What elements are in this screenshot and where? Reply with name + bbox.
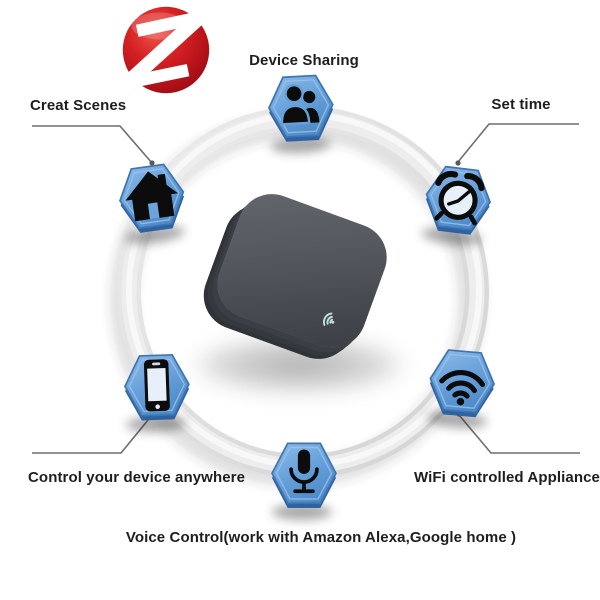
- hexagon-shadow: [272, 504, 332, 520]
- alarm-clock-icon: [434, 170, 485, 226]
- label-device-sharing: Device Sharing: [249, 52, 359, 69]
- hexagon-wifi-appliance: [425, 344, 499, 431]
- wifi-indicator-icon: [322, 312, 335, 326]
- hexagon-creat-scenes: [113, 158, 191, 248]
- microphone-icon: [289, 449, 319, 494]
- home-icon: [125, 171, 178, 222]
- hexagon-voice-control: [270, 439, 338, 520]
- hexagon-set-time: [420, 160, 497, 249]
- smart-hub-device: [207, 184, 397, 358]
- smartphone-icon: [143, 359, 170, 412]
- leader-lines: [32, 123, 580, 454]
- label-wifi-appliance: WiFi controlled Appliance: [414, 469, 600, 486]
- label-set-time: Set time: [491, 96, 551, 113]
- wifi-icon: [439, 370, 485, 406]
- label-control-anywhere: Control your device anywhere: [28, 469, 246, 486]
- leader-line-control-anywhere: [32, 413, 154, 454]
- label-creat-scenes: Creat Scenes: [30, 97, 127, 114]
- hexagon-device-sharing: [265, 70, 337, 155]
- leader-line-creat-scenes: [32, 125, 153, 164]
- leader-line-set-time: [457, 123, 579, 163]
- hexagon-control-anywhere: [122, 350, 193, 434]
- people-icon: [280, 84, 320, 126]
- label-voice-control: Voice Control(work with Amazon Alexa,Goo…: [125, 529, 517, 546]
- z-brand-logo-icon: [122, 6, 210, 94]
- device-ground-shadow: [192, 336, 406, 394]
- leader-line-wifi-appliance: [458, 414, 580, 454]
